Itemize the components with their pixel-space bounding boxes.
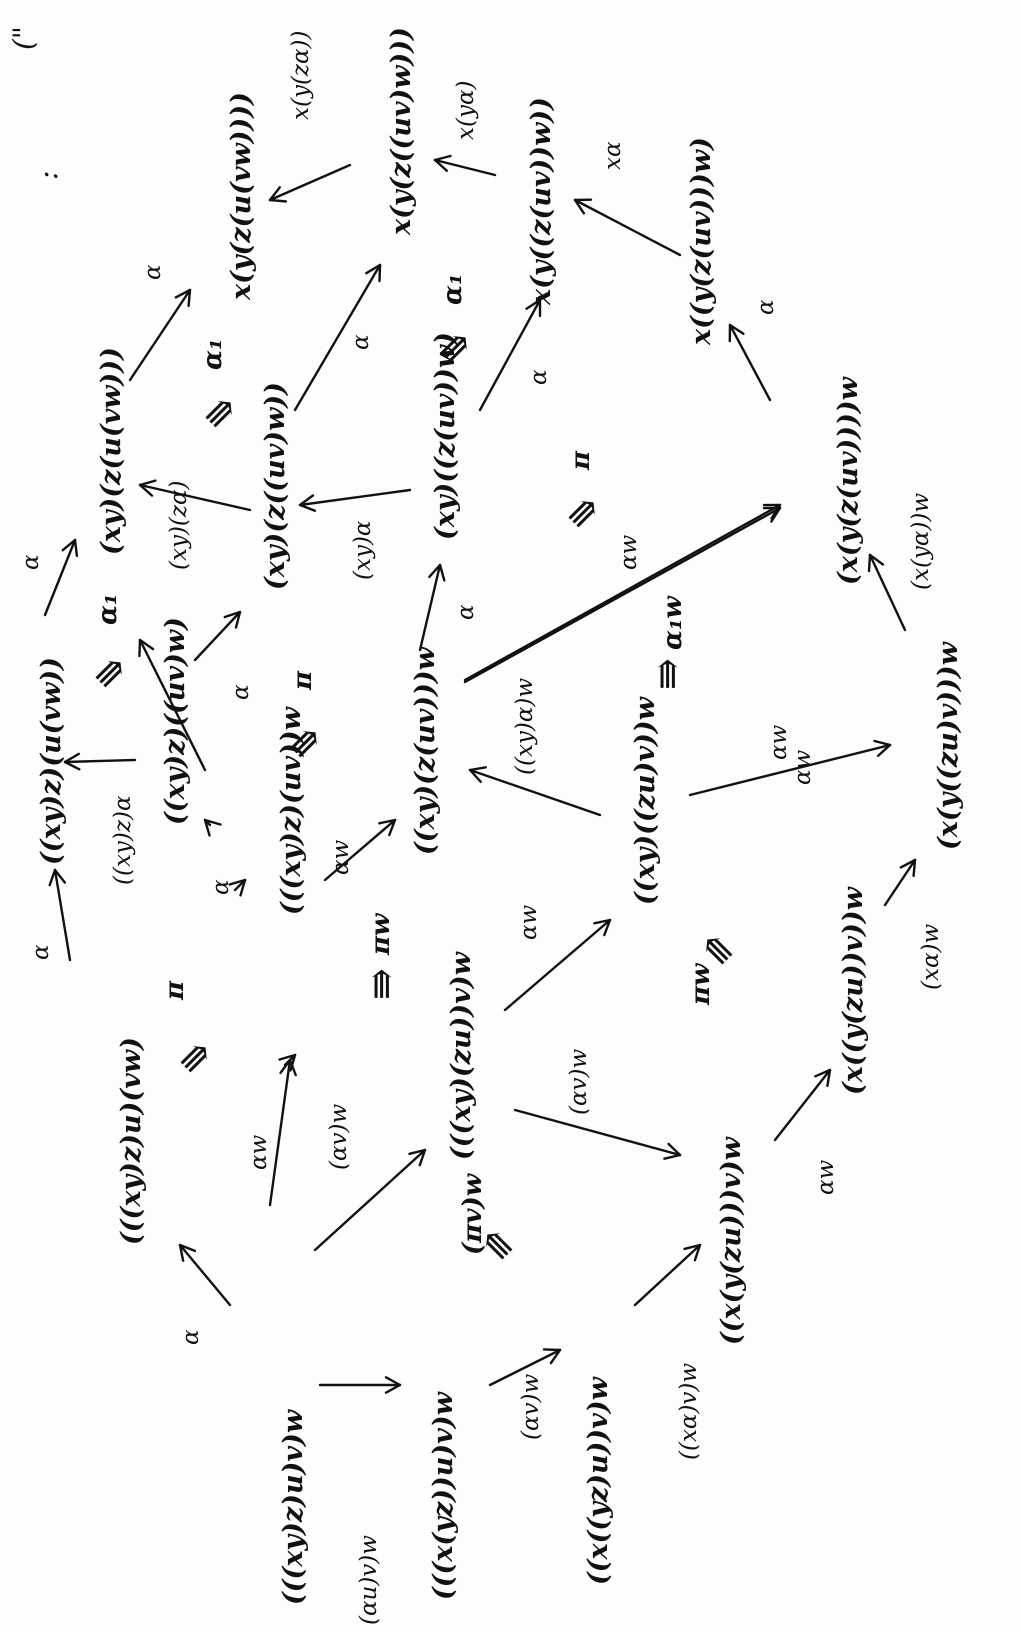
- two-cell-arrow-6: ⇛: [359, 968, 403, 1000]
- equals-mark: (": [7, 26, 40, 50]
- edge-label-26: (αv)w: [566, 1048, 592, 1115]
- arrow-31: [688, 739, 892, 797]
- edge-label-24: αw: [766, 724, 792, 760]
- arrow-18: [478, 298, 542, 412]
- edge-label-2: α: [28, 944, 54, 960]
- edge-label-27: αw: [813, 1159, 839, 1195]
- arrow-23: [488, 1348, 562, 1387]
- edge-label-25: ((xα)v)w: [676, 1362, 702, 1460]
- arrow-19: [433, 154, 497, 177]
- node-15: (((xy)(zu))v)w: [446, 952, 477, 1160]
- node-21: (x(y(z(uv))))w: [833, 377, 864, 585]
- two-cell-arrow-8: ⇛: [645, 658, 689, 690]
- arrow-11: [268, 163, 352, 203]
- node-14: (((x(yz))u)v)w: [428, 1392, 459, 1600]
- arrow-32: [773, 1068, 832, 1142]
- two-cell-label-9: (πv)w: [458, 1173, 488, 1255]
- edge-label-19: (αv)w: [326, 1103, 352, 1170]
- arrow-29: [463, 503, 782, 682]
- two-cell-label-6: πw: [366, 913, 396, 955]
- arrow-12: [313, 1148, 427, 1252]
- arrow-17: [298, 488, 412, 512]
- node-3: ((xy)z)(u(vw)): [36, 657, 67, 865]
- arrow-28: [418, 563, 446, 652]
- edge-label-23: αw: [616, 534, 642, 570]
- node-16: ((x((yz)u))v)w: [583, 1377, 614, 1585]
- arrow-1: [178, 1243, 232, 1307]
- edge-label-15: αw: [328, 839, 354, 875]
- arrow-8: [193, 610, 242, 662]
- edge-label-12: (xy)α: [350, 520, 376, 580]
- two-cell-label-1: π: [160, 980, 190, 1000]
- two-cell-label-2: α₁: [93, 593, 123, 625]
- node-13: x((y(z(uv)))w): [686, 137, 717, 345]
- node-10: ((xy)(z(uv)))w: [410, 647, 441, 855]
- arrow-14: [228, 878, 247, 897]
- edge-label-7: (xy)(zα): [166, 480, 192, 570]
- edge-label-21: αw: [516, 904, 542, 940]
- edge-label-9: x(y(zα)): [288, 30, 314, 120]
- node-19: (x((y(zu))v))w: [838, 887, 869, 1095]
- edge-label-20: (αv)w: [518, 1373, 544, 1440]
- arrow-15: [203, 818, 222, 837]
- node-20: (x(y((zu)v)))w: [933, 642, 964, 850]
- arrow-22: [318, 1376, 402, 1394]
- two-cell-label-3: α₁: [198, 338, 228, 370]
- two-cell-label-5: α₁: [438, 273, 468, 305]
- arrow-10: [293, 263, 382, 412]
- node-5: x(y(z(u(vw)))): [226, 92, 257, 300]
- arrow-9: [138, 638, 207, 772]
- arrow-13: [323, 818, 397, 882]
- edge-label-18: (αu)v)w: [356, 1535, 382, 1625]
- arrow-34: [867, 553, 907, 632]
- edge-label-17: α: [526, 369, 552, 385]
- edge-label-16: xα: [600, 141, 626, 170]
- node-2: (((xy)z)u)(vw): [116, 1037, 147, 1245]
- node-17: ((xy)((zu)v))w: [630, 697, 661, 905]
- arrow-27: [633, 1243, 702, 1307]
- two-cell-label-7: π: [566, 450, 596, 470]
- arrow-21: [573, 198, 682, 257]
- edge-label-4: α: [140, 264, 166, 280]
- arrow-24: [503, 918, 612, 1012]
- arrow-6: [268, 1058, 297, 1207]
- edge-label-29: (x(yα))w: [908, 492, 934, 590]
- edge-label-3: α: [18, 554, 44, 570]
- node-1: (((xy)z)u)v)w: [278, 1409, 309, 1605]
- arrow-16: [138, 479, 252, 512]
- edge-label-13: α: [453, 604, 479, 620]
- arrow-3: [43, 538, 79, 617]
- edge-label-22: ((xy)α)w: [512, 677, 538, 775]
- two-cell-label-8: α₁w: [658, 596, 688, 650]
- arrow-25: [513, 1108, 682, 1160]
- arrow-26: [468, 766, 602, 817]
- two-cell-label-10: πw: [686, 963, 716, 1005]
- node-12: x(y((z(uv))w)): [526, 97, 557, 305]
- node-7: ((xy)z)((uv)w): [160, 617, 191, 825]
- edge-label-8: α: [228, 684, 254, 700]
- edge-label-31: αw: [790, 749, 816, 785]
- edge-label-6: α: [208, 879, 234, 895]
- edge-label-11: αw: [246, 1134, 272, 1170]
- node-9: x(y(z((uv)w))): [386, 27, 417, 235]
- node-18: ((x(y(zu)))v)w: [716, 1137, 747, 1345]
- edge-label-1: α: [178, 1329, 204, 1345]
- edge-label-14: x(yα): [453, 80, 479, 140]
- arrow-4: [128, 288, 192, 382]
- edge-label-5: ((xy)z)α: [110, 795, 136, 885]
- edge-label-10: α: [348, 334, 374, 350]
- colon-mark: :: [31, 170, 64, 180]
- arrow-20: [728, 323, 772, 402]
- edge-label-30: α: [753, 299, 779, 315]
- arrow-30: [463, 506, 782, 684]
- arrow-7: [63, 752, 137, 771]
- two-cell-label-4: π: [288, 670, 318, 690]
- arrow-2: [48, 868, 72, 962]
- arrow-33: [883, 858, 917, 907]
- node-8: (xy)(z((uv)w)): [260, 382, 291, 590]
- node-4: (xy)(z(u(vw))): [96, 347, 127, 555]
- edge-label-28: (xα)w: [918, 923, 944, 990]
